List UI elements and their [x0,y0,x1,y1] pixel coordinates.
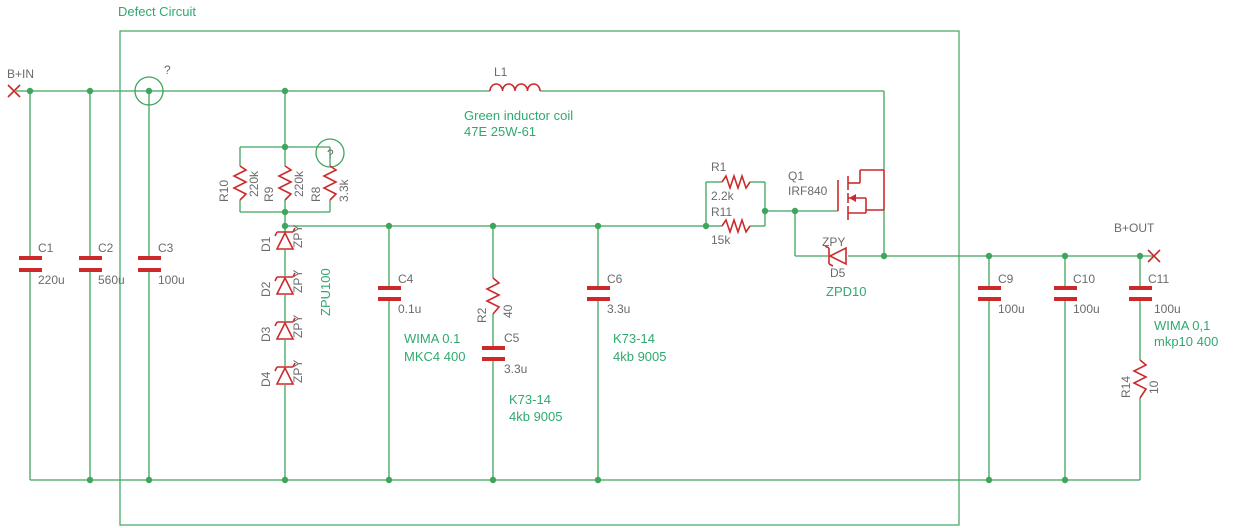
d5-name: D5 [830,266,846,280]
c3-value: 100u [158,273,185,287]
d2-name: D2 [259,281,273,297]
capacitor-c9: C9 100u [978,272,1025,316]
c5-value: 3.3u [504,362,527,376]
capacitor-c3: C3 100u [138,241,185,287]
zener-d4: D4 ZPY [259,360,305,387]
test-marker-1: ? [134,63,171,106]
c11-value: 100u [1154,302,1181,316]
c3-name: C3 [158,241,174,255]
c4-note-1: WIMA 0.1 [404,331,460,346]
c11-name: C11 [1148,272,1169,286]
c2-value: 560u [98,273,125,287]
c4-value: 0.1u [398,302,421,316]
r11-name: R11 [711,205,732,219]
test-marker-2: ? [315,138,345,168]
port-in: B+IN [7,67,34,98]
capacitor-c5: C5 3.3u K73-14 4kb 9005 [482,331,563,424]
port-in-label: B+IN [7,67,34,81]
capacitor-c2: C2 560u [79,241,125,287]
zener-d1: D1 ZPY [259,225,305,252]
r9-value: 220k [292,170,306,197]
junctions [26,87,1144,484]
c1-value: 220u [38,273,65,287]
zener-stack-note: ZPU100 [318,268,333,316]
port-out: B+OUT [1114,221,1161,263]
c2-name: C2 [98,241,114,255]
r8-name: R8 [309,186,323,202]
capacitor-c11: C11 100u WIMA 0,1 mkp10 400 [1129,272,1218,349]
resistor-r11: R11 15k [711,205,751,247]
q1-name: Q1 [788,169,804,183]
c6-name: C6 [607,272,623,286]
mosfet-q1: Q1 IRF840 [788,169,885,220]
d3-name: D3 [259,326,273,342]
resistor-r9: R9 220k [262,165,306,202]
d1-name: D1 [259,236,273,252]
r10-value: 220k [247,170,261,197]
l1-name: L1 [494,65,508,79]
c11-note-2: mkp10 400 [1154,334,1218,349]
defect-circuit-frame [119,30,960,526]
capacitor-c6: C6 3.3u K73-14 4kb 9005 [587,272,667,364]
c9-name: C9 [998,272,1014,286]
d2-value: ZPY [291,270,305,293]
c1-name: C1 [38,241,54,255]
d5-value: ZPY [822,235,845,249]
wires [16,90,1155,481]
c5-name: C5 [504,331,520,345]
capacitor-c1: C1 220u [19,241,65,287]
r2-value: 40 [501,304,515,318]
c10-value: 100u [1073,302,1100,316]
q1-value: IRF840 [788,184,828,198]
c11-note-1: WIMA 0,1 [1154,318,1210,333]
r14-name: R14 [1119,376,1133,398]
r11-value: 15k [711,233,731,247]
marker-1-label: ? [164,63,171,77]
d1-value: ZPY [291,225,305,248]
r9-name: R9 [262,186,276,202]
d4-value: ZPY [291,360,305,383]
frame-title: Defect Circuit [118,4,196,19]
resistor-r10: R10 220k [217,165,261,202]
d4-name: D4 [259,371,273,387]
zener-d5: ZPY D5 ZPD10 [822,235,866,299]
resistor-r8: R8 3.3k [309,165,351,202]
zener-d3: D3 ZPY [259,315,305,342]
c4-note-2: MKC4 400 [404,349,465,364]
resistor-r1: R1 2.2k [711,160,751,203]
c6-note-2: 4kb 9005 [613,349,667,364]
marker-2-label: ? [327,147,334,161]
c6-value: 3.3u [607,302,630,316]
l1-note-2: 47E 25W-61 [464,124,536,139]
c4-name: C4 [398,272,414,286]
r8-value: 3.3k [337,178,351,202]
port-out-label: B+OUT [1114,221,1155,235]
c5-note-1: K73-14 [509,392,551,407]
resistor-r2: R2 40 [475,277,515,323]
r14-value: 10 [1147,380,1161,394]
capacitor-c4: C4 0.1u WIMA 0.1 MKC4 400 [378,272,465,364]
c6-note-1: K73-14 [613,331,655,346]
capacitor-c10: C10 100u [1054,272,1100,316]
r1-value: 2.2k [711,189,735,203]
l1-note-1: Green inductor coil [464,108,573,123]
zener-d2: D2 ZPY [259,270,305,297]
c5-note-2: 4kb 9005 [509,409,563,424]
resistor-r14: R14 10 [1119,359,1161,399]
c9-value: 100u [998,302,1025,316]
r2-name: R2 [475,307,489,323]
d3-value: ZPY [291,315,305,338]
r10-name: R10 [217,180,231,202]
inductor-l1: L1 Green inductor coil 47E 25W-61 [464,65,573,139]
c10-name: C10 [1073,272,1095,286]
d5-note: ZPD10 [826,284,866,299]
r1-name: R1 [711,160,727,174]
